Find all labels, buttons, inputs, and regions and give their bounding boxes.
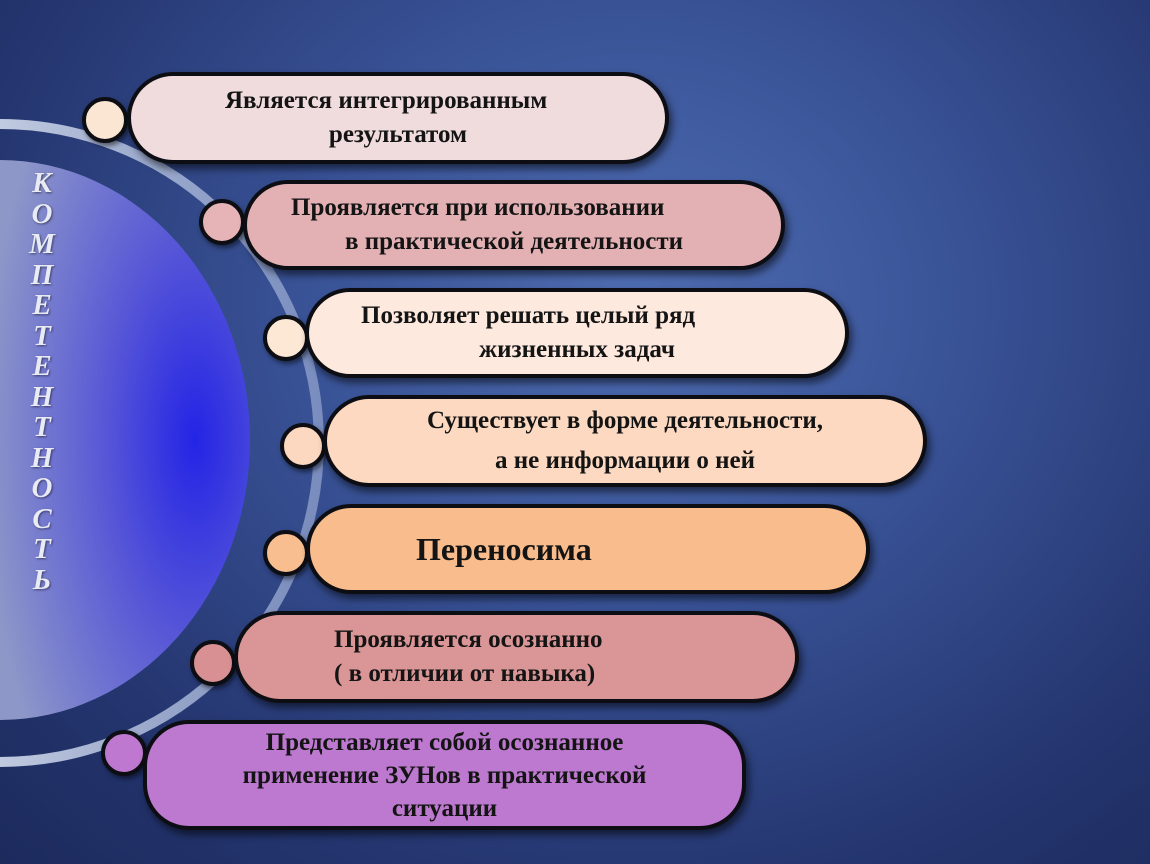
globe-shape (0, 160, 250, 720)
vertical-letter: Т (33, 533, 51, 565)
vertical-letter: Н (30, 441, 54, 474)
item-text-line: Является интегрированным (225, 87, 548, 114)
item-text-line: а не информации о ней (494, 447, 756, 474)
competence-item: Является интегрированным результатом (127, 72, 669, 164)
bullet-dot (263, 315, 309, 361)
vertical-letter: О (31, 472, 53, 504)
item-text-line: ( в отличии от навыка) (334, 660, 596, 687)
competence-item: Проявляется осознанно ( в отличии от навы… (234, 611, 799, 703)
item-text-line: Существует в форме деятельности, (426, 407, 824, 434)
vertical-letter: Е (32, 289, 52, 321)
competence-item: Позволяет решать целый ряд жизненных зада… (305, 288, 849, 378)
vertical-letter: С (32, 502, 52, 535)
item-text-line: Представляет собой осознанное (265, 728, 624, 756)
item-text-line: жизненных задач (479, 336, 675, 363)
bullet-dot (190, 640, 236, 686)
item-text-line: применение ЗУНов в практической (242, 761, 647, 789)
competence-item: Существует в форме деятельности, а не инф… (323, 395, 927, 487)
item-text-line: в практической деятельности (344, 228, 684, 255)
vertical-letter: К (32, 167, 52, 199)
vertical-letter: Ь (32, 563, 52, 596)
competence-item: Переносима (306, 504, 870, 594)
vertical-letter: П (30, 258, 54, 291)
vertical-letter: Е (32, 350, 52, 382)
bullet-dot (101, 730, 147, 776)
vertical-letter: М (29, 228, 55, 260)
item-text-line: Проявляется осознанно (334, 626, 603, 653)
item-text-line: ситуации (391, 794, 498, 822)
bullet-dot (263, 530, 309, 576)
item-text-line: Проявляется при использовании (291, 194, 665, 221)
item-text-line: Позволяет решать целый ряд (361, 302, 696, 329)
item-text-line: Переносима (416, 531, 592, 567)
vertical-letter: Т (33, 319, 51, 352)
bullet-dot (280, 423, 326, 469)
bullet-dot (82, 97, 128, 143)
bullet-dot (199, 199, 245, 245)
competence-item: Проявляется при использовании в практичес… (243, 180, 785, 270)
vertical-letter: О (31, 197, 53, 230)
vertical-letter: Т (33, 411, 51, 443)
vertical-letter: Н (30, 380, 54, 413)
competence-item: Представляет собой осознанное применение … (143, 720, 746, 830)
item-text-line: результатом (328, 121, 468, 148)
